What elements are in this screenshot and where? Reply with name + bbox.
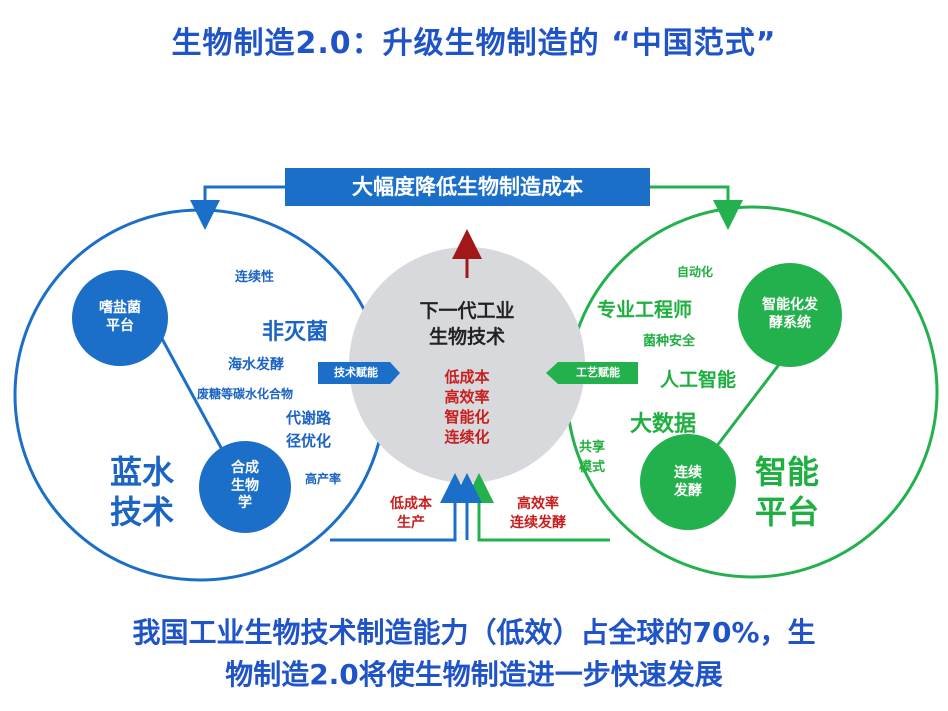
label-high-yield: 高产率 [305, 472, 342, 486]
center-title: 下一代工业 生物技术 [397, 298, 537, 350]
bottom-summary-line2: 物制造2.0将使生物制造进一步快速发展 [225, 658, 723, 691]
right-bottom-circle-label: 连续 发酵 [640, 465, 736, 500]
left-tag-arrow [318, 362, 400, 384]
center-circle [349, 247, 585, 483]
left-top-circle-label: 嗜盐菌 平台 [72, 300, 168, 335]
left-bottom-circle [199, 441, 291, 533]
label-ai: 人工智能 [660, 369, 737, 391]
right-tag-arrow [546, 362, 638, 384]
label-continuity: 连续性 [235, 270, 275, 285]
label-seawater-fermentation: 海水发酵 [228, 357, 284, 373]
label-strain-safety: 菌种安全 [643, 334, 696, 349]
label-big-data: 大数据 [630, 412, 697, 437]
bottom-summary-line1: 我国工业生物技术制造能力（低效）占全球的70%，生 [132, 616, 816, 649]
right-high-efficiency: 高效率 连续发酵 [490, 495, 586, 533]
banner-arrow-right [650, 185, 743, 230]
blue-water-line1: 蓝水 [110, 453, 175, 491]
page-title: 生物制造2.0：升级生物制造的 “中国范式” [171, 26, 777, 61]
left-bottom-circle-line1: 合成 [231, 460, 259, 476]
right-top-circle-line2: 酵系统 [769, 314, 811, 331]
right-top-circle [738, 263, 842, 367]
left-top-circle [72, 270, 168, 366]
left-bottom-red-line1: 低成本 [390, 496, 432, 512]
label-smart-platform: 智能 平台 [755, 452, 819, 532]
left-bottom-circle-label: 合成 生物 学 [199, 460, 291, 513]
right-top-circle-line1: 智能化发 [762, 297, 818, 313]
right-top-circle-label: 智能化发 酵系统 [738, 297, 842, 332]
label-metabolic-1: 代谢路 [286, 409, 332, 427]
center-benefits: 低成本 高效率 智能化 连续化 [417, 367, 517, 447]
right-connector [708, 349, 792, 456]
tag-tech-empowerment: 技术赋能 [334, 366, 378, 379]
benefit-intelligent: 智能化 [444, 408, 490, 426]
left-bottom-circle-line2: 生物 [231, 477, 259, 494]
right-bottom-circle-line1: 连续 [674, 465, 702, 481]
right-bottom-red-line1: 高效率 [517, 496, 559, 512]
label-blue-water-tech: 蓝水 技术 [110, 452, 174, 532]
label-professional-engineer: 专业工程师 [597, 299, 693, 321]
right-bottom-circle [640, 434, 736, 530]
smart-platform-line2: 平台 [755, 493, 820, 531]
benefit-high-efficiency: 高效率 [444, 388, 490, 406]
bottom-summary: 我国工业生物技术制造能力（低效）占全球的70%，生 物制造2.0将使生物制造进一… [0, 612, 948, 696]
right-outer-circle [565, 205, 939, 579]
left-bottom-circle-line3: 学 [238, 495, 252, 511]
right-bottom-arrow [464, 473, 610, 542]
left-bottom-red-line2: 生产 [397, 515, 425, 531]
benefit-low-cost: 低成本 [444, 368, 490, 386]
left-low-cost-production: 低成本 生产 [373, 495, 449, 533]
left-connector [158, 334, 227, 456]
cost-banner: 大幅度降低生物制造成本 [285, 168, 650, 206]
left-top-circle-line1: 嗜盐菌 [99, 300, 141, 316]
label-waste-sugar: 废糖等碳水化合物 [197, 387, 294, 401]
label-shared-2: 模式 [579, 460, 606, 475]
left-top-circle-line2: 平台 [106, 317, 134, 334]
right-bottom-circle-line2: 发酵 [674, 482, 702, 499]
blue-water-line2: 技术 [110, 493, 175, 531]
label-metabolic-2: 径优化 [286, 432, 332, 450]
right-bottom-red-line2: 连续发酵 [510, 515, 566, 531]
smart-platform-line1: 智能 [755, 453, 820, 491]
benefit-continuous: 连续化 [444, 428, 490, 446]
label-non-sterile: 非灭菌 [262, 320, 329, 345]
tag-process-empowerment: 工艺赋能 [576, 366, 620, 379]
label-shared-1: 共享 [579, 440, 606, 455]
left-bottom-arrow [330, 473, 470, 542]
center-title-line1: 下一代工业 [419, 300, 515, 322]
center-title-line2: 生物技术 [428, 326, 505, 348]
label-automation: 自动化 [677, 265, 714, 279]
banner-arrow-left [190, 185, 285, 230]
